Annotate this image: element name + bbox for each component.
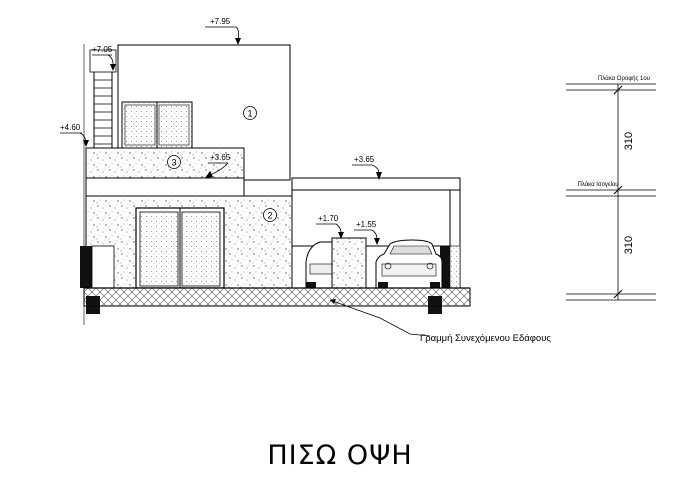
ladder (83, 44, 117, 325)
dimension-lower: 310 (623, 236, 635, 254)
svg-text:2: 2 (267, 211, 272, 221)
elevation-balcony: +3.65 (210, 153, 231, 162)
ground-line-leader (329, 299, 431, 337)
sliding-door (135, 207, 225, 289)
elevation-car-mid: +1.55 (356, 220, 377, 229)
dark-posts (80, 245, 450, 289)
room-label-1: 1 (243, 106, 257, 120)
room-label-2: 2 (263, 208, 277, 222)
elevation-car-top: +1.70 (318, 214, 339, 223)
foundation (83, 287, 471, 314)
car-right (375, 239, 443, 289)
elevation-marker-car-mid (354, 229, 380, 245)
level-dimension-block (566, 83, 656, 301)
level-label-upper: Πλάκα Οροφής 1ου (598, 75, 650, 82)
elevation-marker-carport (352, 164, 382, 180)
elevation-marker-terrace (60, 132, 89, 147)
dimension-upper: 310 (623, 132, 635, 150)
ground-line-label: Γραμμή Συνεχόμενου Εδάφους (420, 333, 551, 344)
drawing-title: ΠΙΣΩ ΟΨΗ (267, 440, 413, 471)
elevation-carport: +3.65 (354, 155, 375, 164)
elevation-marker-balcony (205, 162, 229, 178)
elevation-marker-car-top (316, 223, 344, 239)
balcony-parapet (85, 147, 245, 197)
elevation-roof: +7.95 (210, 17, 231, 26)
elevation-ladder: +7.05 (92, 45, 113, 54)
carport-structure (291, 177, 461, 289)
elevation-marker-roof (205, 26, 241, 45)
room-label-3: 3 (167, 155, 181, 169)
elevation-marker-ladder (92, 54, 116, 71)
elevation-terrace: +4.60 (60, 123, 81, 132)
center-pillar (331, 237, 367, 291)
svg-text:3: 3 (171, 158, 176, 168)
svg-text:1: 1 (247, 109, 252, 119)
level-label-ground: Πλάκα Ισογείου (577, 181, 618, 188)
upper-window (121, 101, 193, 149)
